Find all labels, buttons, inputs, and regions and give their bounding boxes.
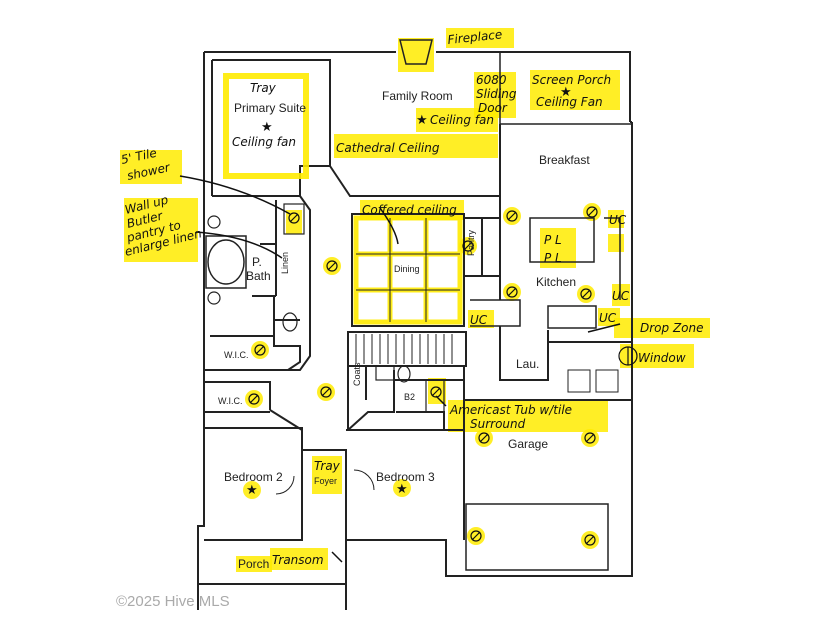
room-label-family-room: Family Room	[382, 89, 453, 103]
room-label-wic-1: W.I.C.	[224, 350, 249, 360]
star-icon: ★	[396, 482, 408, 497]
star-icon: ★	[261, 120, 273, 135]
room-label-porch: Porch	[238, 557, 269, 571]
note-sliding-1: 6080	[476, 73, 507, 87]
star-icon: ★	[416, 113, 428, 128]
highlights	[120, 28, 710, 572]
light-fixtures	[248, 206, 638, 546]
room-label-linen: Linen	[280, 252, 290, 274]
light-fixture-icon	[326, 260, 338, 272]
note-fireplace: Fireplace	[447, 27, 503, 47]
note-screen-porch-fan: Ceiling Fan	[536, 95, 603, 109]
note-drop-zone: Drop Zone	[640, 321, 704, 335]
note-coffered-ceiling: Coffered ceiling	[362, 203, 457, 217]
light-fixture-icon	[462, 240, 474, 252]
note-tray-foyer: Tray	[314, 459, 341, 473]
room-label-bedroom-3: Bedroom 3	[376, 470, 435, 484]
room-label-breakfast: Breakfast	[539, 153, 590, 167]
light-fixture-icon	[506, 210, 518, 222]
room-label-foyer: Foyer	[314, 476, 337, 486]
note-ceiling-fan-family: Ceiling fan	[430, 113, 494, 127]
star-icon: ★	[246, 483, 258, 498]
window-icon	[618, 346, 638, 366]
note-ceiling-fan-primary: Ceiling fan	[232, 135, 296, 149]
note-uc-1: UC	[609, 213, 627, 227]
light-fixture-icon	[584, 432, 596, 444]
light-fixture-icon	[248, 393, 260, 405]
room-label-coats: Coats	[352, 362, 362, 386]
note-tray-primary: Tray	[250, 81, 277, 95]
note-uc-3: UC	[599, 311, 617, 325]
light-fixture-icon	[288, 212, 300, 224]
note-uc-4: UC	[470, 313, 488, 327]
room-label-pantry: Pantry	[466, 229, 476, 256]
annotation-arrows	[179, 175, 621, 563]
room-label-b2: B2	[404, 392, 415, 402]
room-label-laundry: Lau.	[516, 357, 539, 371]
note-screen-porch: Screen Porch	[532, 73, 611, 87]
stair-treads	[355, 334, 453, 364]
room-label-p-bath-1: P.	[252, 255, 262, 269]
room-labels: Primary Suite Family Room Breakfast Kitc…	[218, 89, 590, 571]
note-americast-2: Surround	[470, 417, 526, 431]
light-fixture-icon	[320, 386, 332, 398]
note-window: Window	[638, 351, 686, 365]
note-sliding-3: Door	[478, 101, 508, 115]
note-pl-1: P L	[544, 233, 562, 247]
note-sliding-2: Sliding	[476, 87, 517, 101]
light-fixture-icon	[586, 206, 598, 218]
coffered-grid-lines	[356, 218, 460, 322]
light-fixture-icon	[506, 286, 518, 298]
light-fixture-icon	[430, 386, 442, 398]
light-fixture-icon	[478, 432, 490, 444]
star-icon: ★	[560, 85, 572, 100]
tray-outline-primary	[223, 73, 309, 179]
note-pl-2: P L	[544, 251, 562, 265]
light-fixture-icon	[580, 288, 592, 300]
note-cathedral-ceiling: Cathedral Ceiling	[336, 141, 440, 155]
room-label-bedroom-2: Bedroom 2	[224, 470, 283, 484]
room-label-kitchen: Kitchen	[536, 275, 576, 289]
light-fixture-icon	[254, 344, 266, 356]
light-fixture-icon	[584, 534, 596, 546]
ceiling-fan-stars: ★ ★ ★ ★ ★	[246, 85, 572, 498]
handwritten-notes: Fireplace Tray Ceiling fan Ceiling fan 6…	[120, 27, 704, 567]
watermark: ©2025 Hive MLS	[116, 593, 230, 610]
room-label-garage: Garage	[508, 437, 548, 451]
room-label-p-bath-2: Bath	[246, 269, 271, 283]
note-uc-2: UC	[612, 289, 630, 303]
note-americast-1: Americast Tub w/tile	[449, 403, 572, 417]
room-label-primary-suite: Primary Suite	[234, 101, 306, 115]
room-label-dining: Dining	[394, 264, 420, 274]
room-label-wic-2: W.I.C.	[218, 396, 243, 406]
light-fixture-icon	[470, 530, 482, 542]
walls	[197, 39, 633, 610]
note-transom: Transom	[272, 553, 324, 567]
